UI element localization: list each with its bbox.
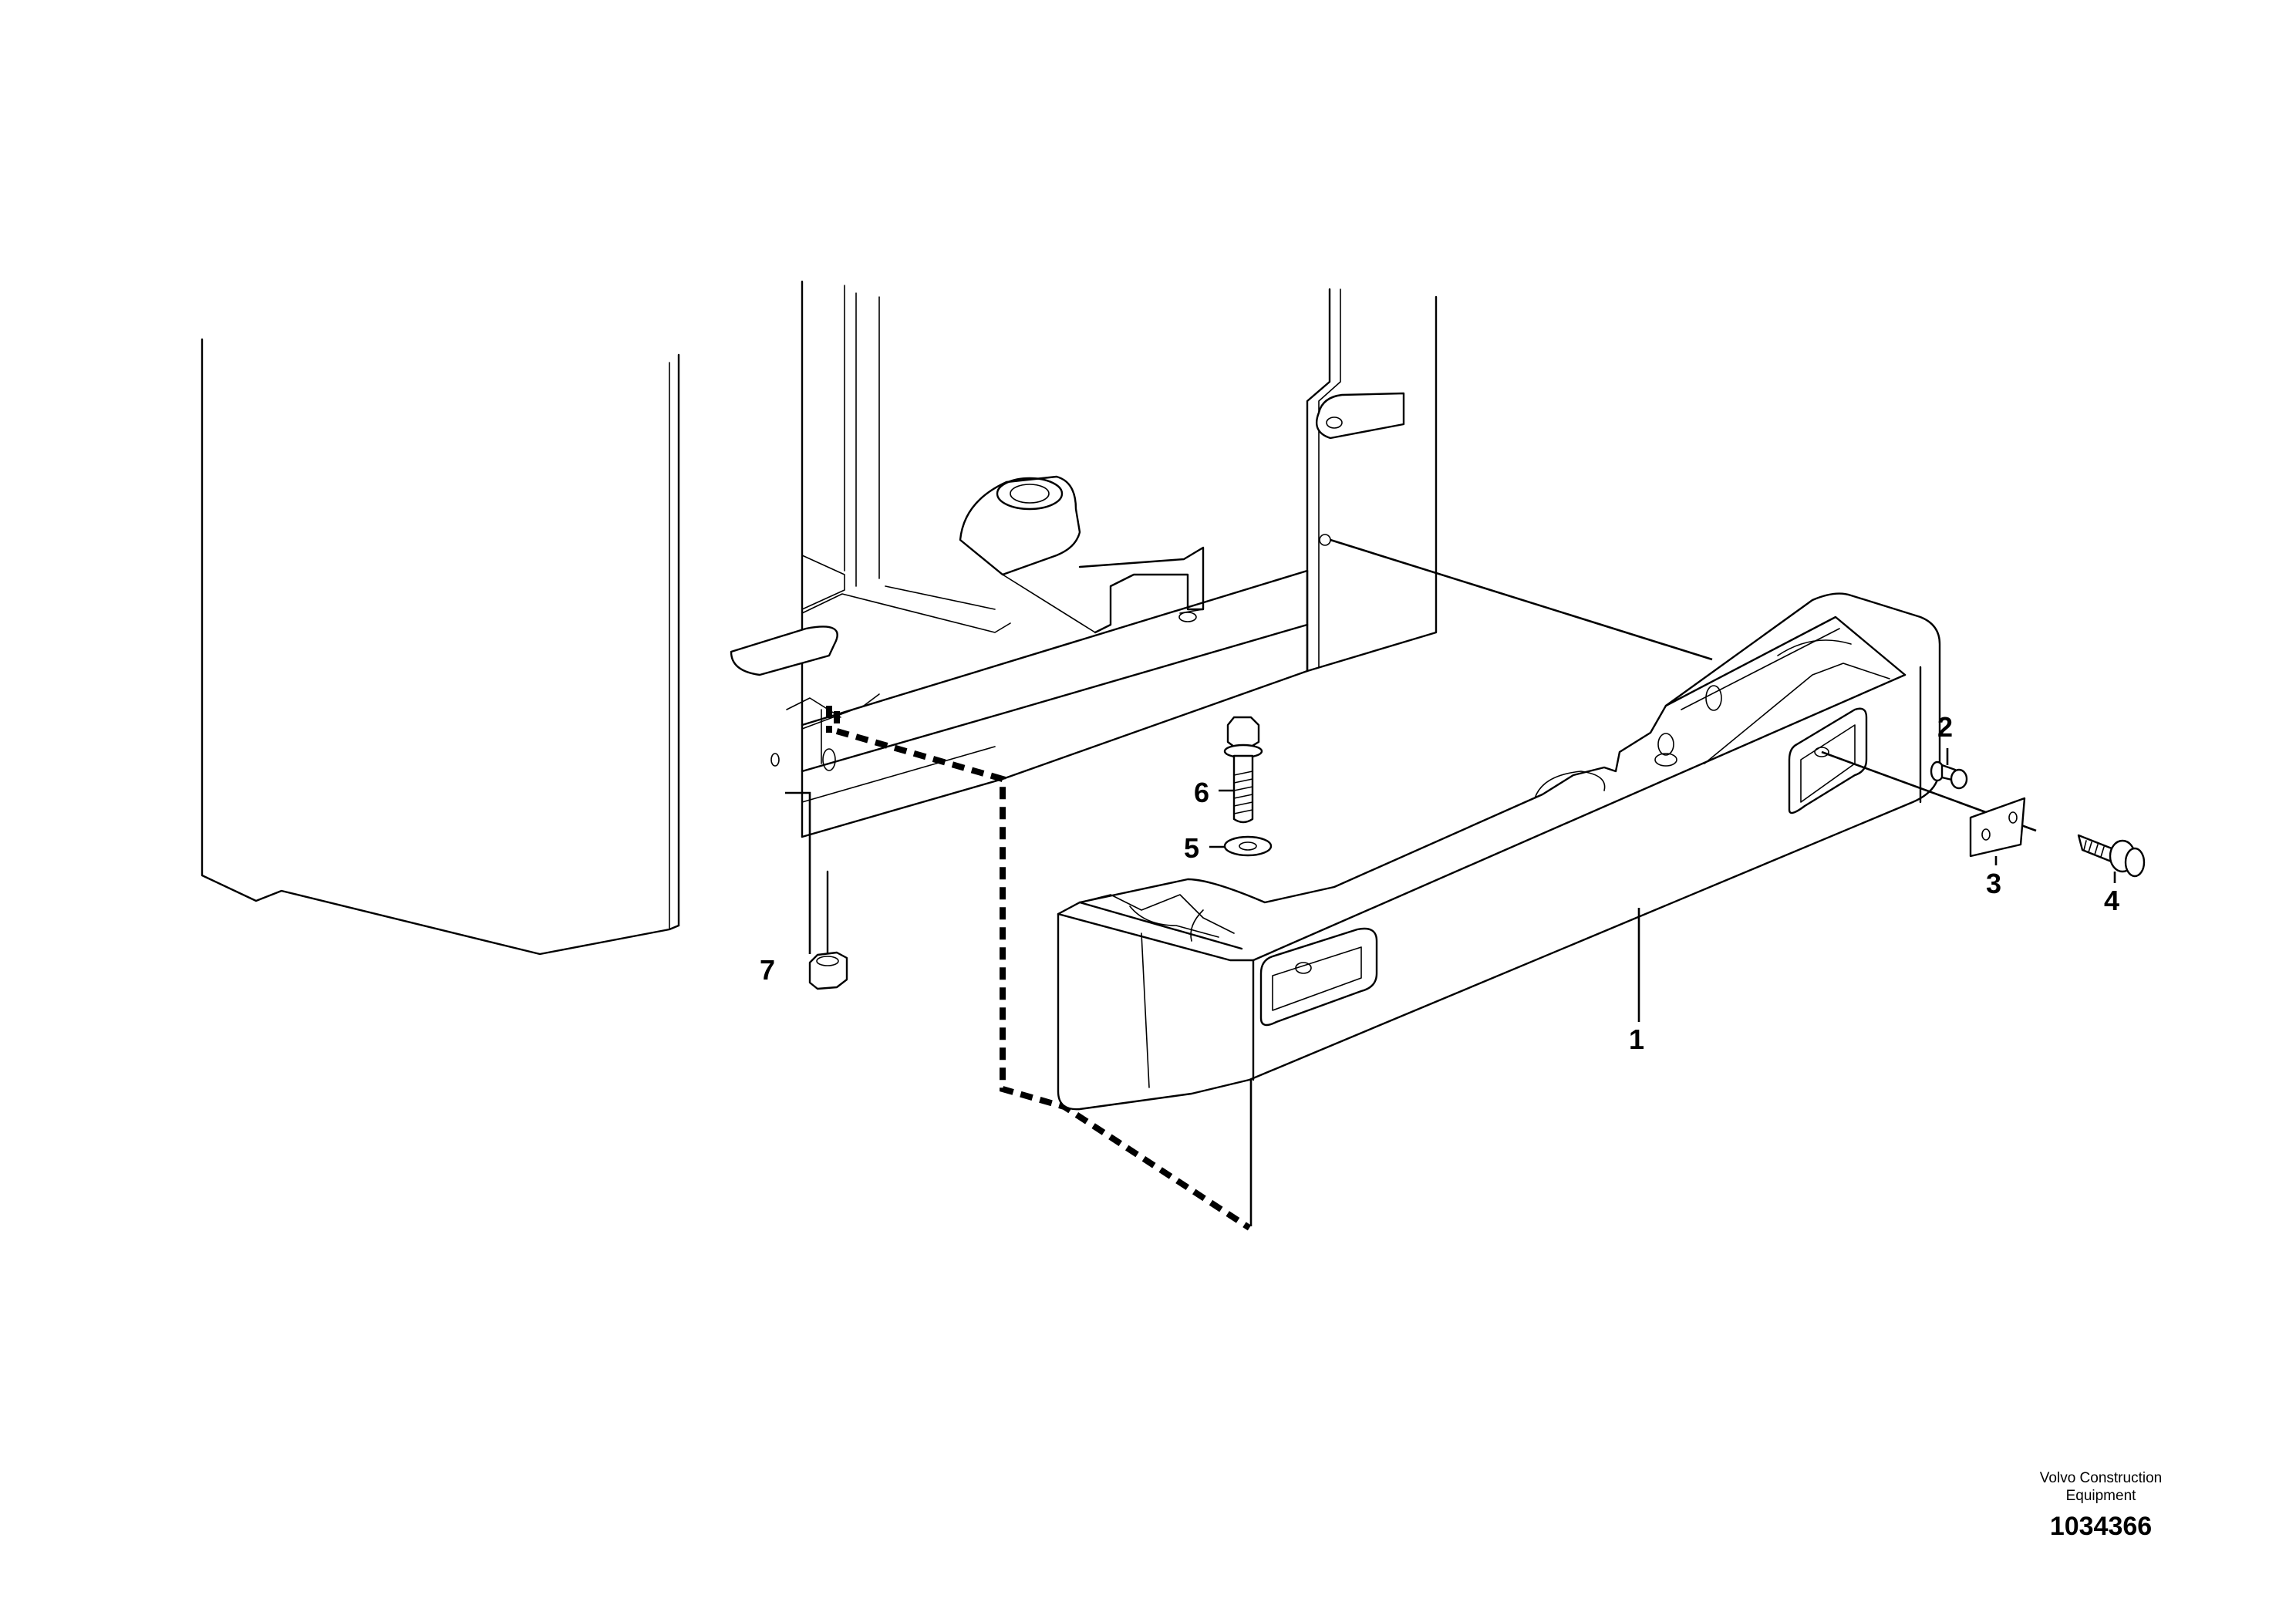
part-2-screw xyxy=(1930,760,1968,790)
brand-line-1: Volvo Construction xyxy=(2040,1470,2162,1486)
illustration-number: 1034366 xyxy=(2050,1512,2152,1541)
callout-7: 7 xyxy=(760,954,775,986)
callout-2: 2 xyxy=(1937,711,1953,743)
callout-5: 5 xyxy=(1184,832,1199,864)
callout-6: 6 xyxy=(1194,777,1209,808)
brand-line-2: Equipment xyxy=(2066,1488,2137,1504)
callout-4: 4 xyxy=(2104,885,2119,916)
part-3-plate xyxy=(1969,797,2026,858)
part-5-washer xyxy=(1223,835,1273,857)
callout-3: 3 xyxy=(1986,868,2001,899)
machine-frame xyxy=(201,280,1438,977)
callout-1: 1 xyxy=(1629,1023,1644,1055)
part-4-bolt xyxy=(2077,834,2146,878)
part-7-nut xyxy=(808,951,848,990)
assembly-path-dashed xyxy=(834,711,1252,1231)
part-6-bolt xyxy=(1223,716,1263,824)
part-1-beam xyxy=(1057,592,1941,1111)
